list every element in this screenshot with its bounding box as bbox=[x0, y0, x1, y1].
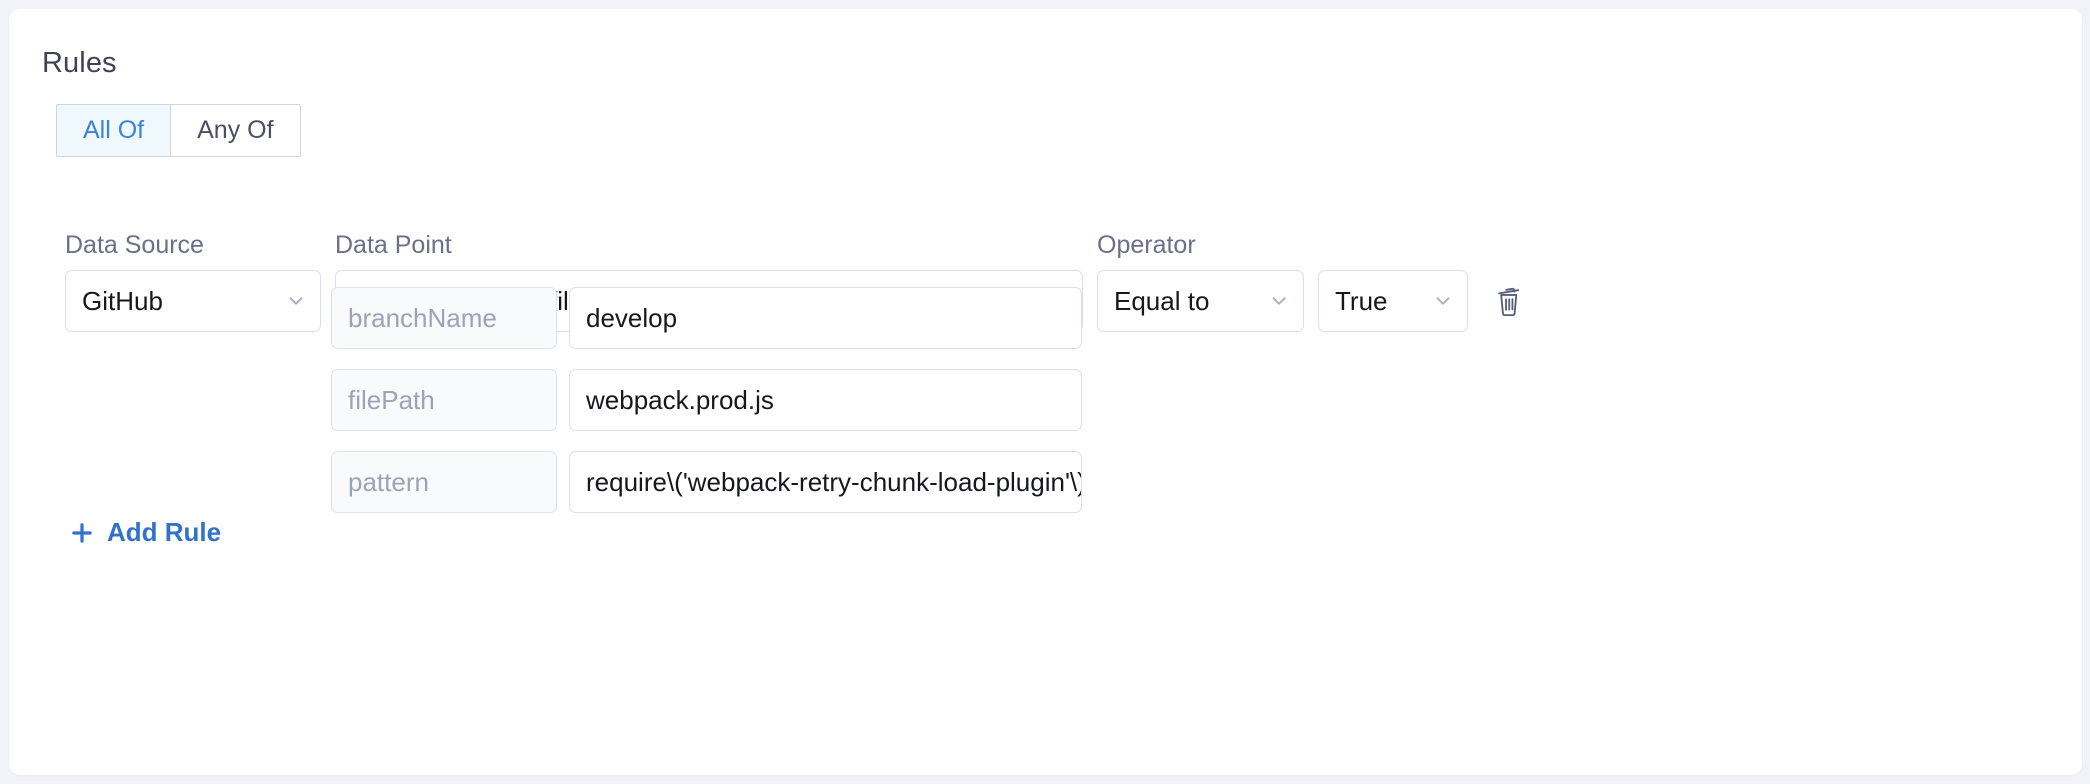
page-title: Rules bbox=[42, 47, 117, 79]
data-source-value: GitHub bbox=[82, 285, 163, 316]
param-key-pattern: pattern bbox=[331, 451, 557, 513]
label-operator: Operator bbox=[1097, 231, 1196, 259]
operator-value-select[interactable]: True bbox=[1318, 270, 1468, 332]
tab-any-of[interactable]: Any Of bbox=[170, 104, 301, 157]
label-data-source: Data Source bbox=[65, 231, 204, 259]
operator-value: Equal to bbox=[1114, 285, 1210, 316]
chevron-down-icon bbox=[1425, 290, 1467, 312]
add-rule-label: Add Rule bbox=[107, 517, 222, 547]
chevron-down-icon bbox=[278, 290, 320, 312]
tab-all-of[interactable]: All Of bbox=[56, 104, 171, 157]
chevron-down-icon bbox=[1261, 290, 1303, 312]
rules-card: Rules All Of Any Of Data Source Data Poi… bbox=[9, 9, 2082, 775]
param-value-pattern[interactable]: require\('webpack-retry-chunk-load-plugi… bbox=[569, 451, 1082, 513]
trash-icon bbox=[1494, 284, 1524, 319]
label-data-point: Data Point bbox=[335, 231, 452, 259]
operator-select[interactable]: Equal to bbox=[1097, 270, 1304, 332]
data-source-select[interactable]: GitHub bbox=[65, 270, 321, 332]
param-key-filepath: filePath bbox=[331, 369, 557, 431]
add-rule-button[interactable]: Add Rule bbox=[69, 517, 221, 548]
param-value-filepath[interactable]: webpack.prod.js bbox=[569, 369, 1082, 431]
match-mode-segmented-control[interactable]: All Of Any Of bbox=[56, 104, 301, 157]
param-key-branchname: branchName bbox=[331, 287, 557, 349]
param-value-branchname[interactable]: develop bbox=[569, 287, 1082, 349]
delete-rule-button[interactable] bbox=[1486, 277, 1532, 325]
operator-value-selected: True bbox=[1335, 285, 1388, 316]
plus-icon bbox=[69, 520, 95, 546]
